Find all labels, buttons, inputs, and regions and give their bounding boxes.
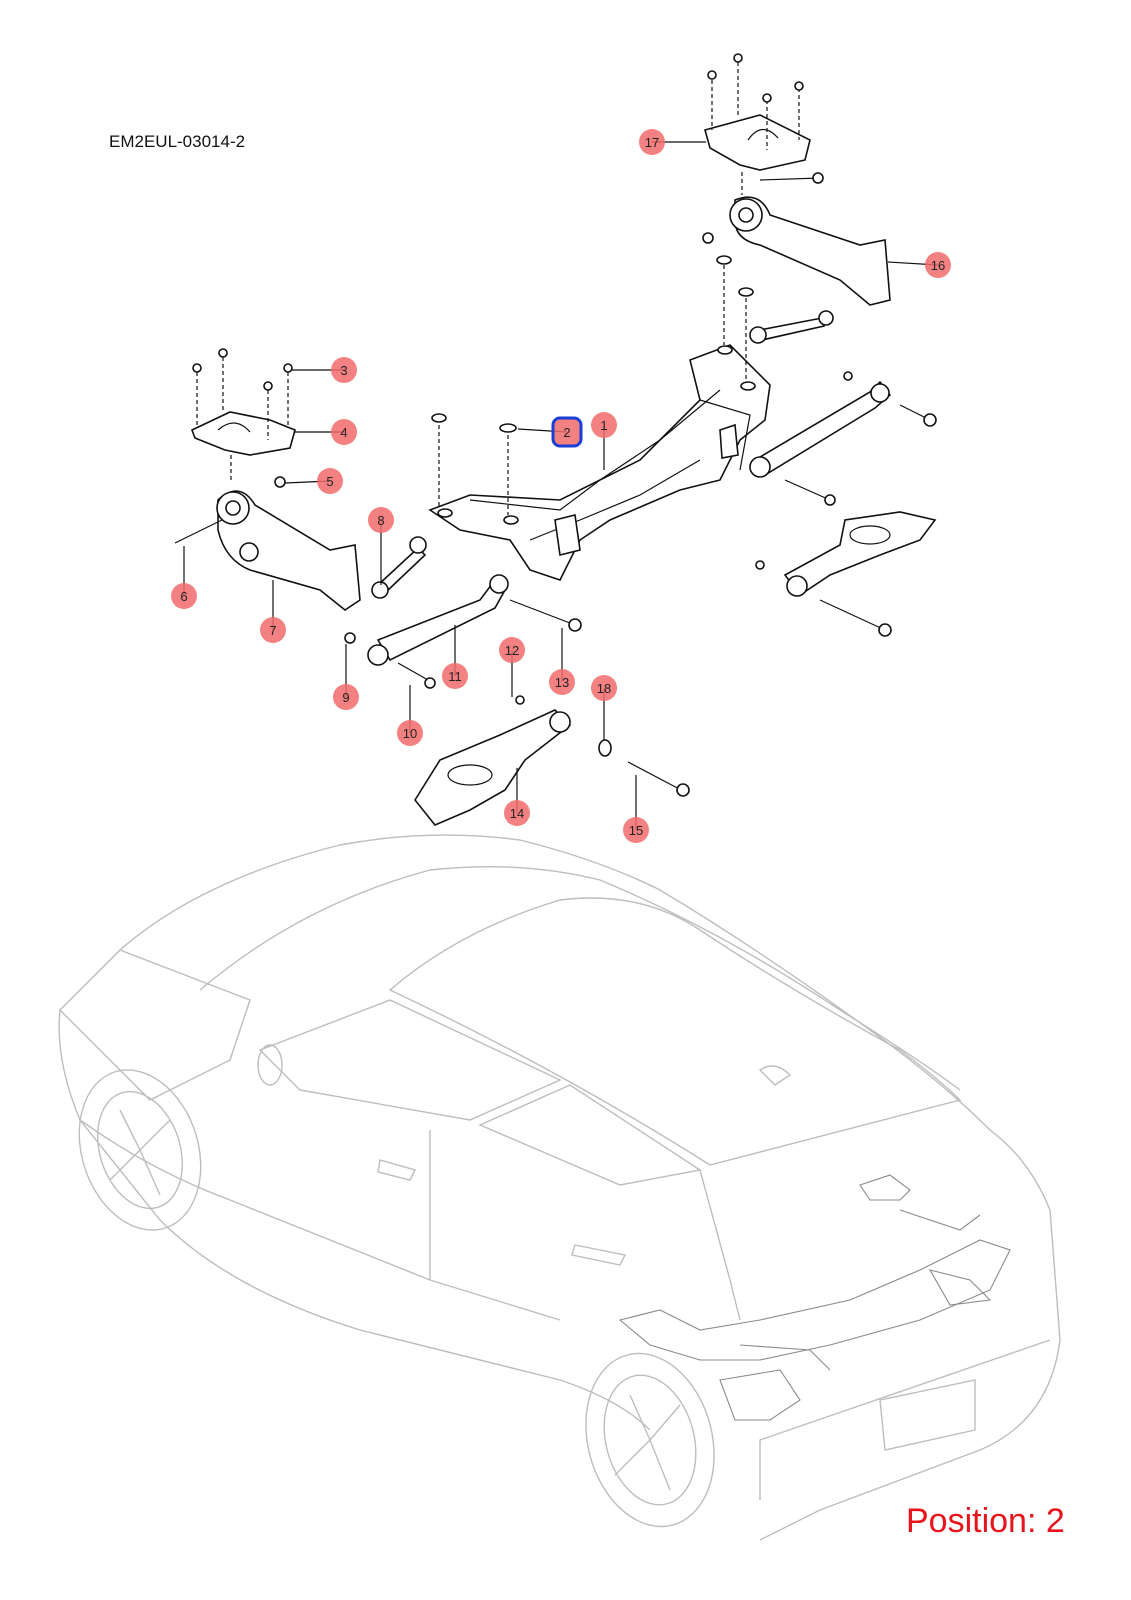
svg-text:11: 11 — [448, 669, 462, 684]
callout-3[interactable]: 3 — [331, 357, 357, 383]
callout-9[interactable]: 9 — [333, 684, 359, 710]
callout-7[interactable]: 7 — [260, 617, 286, 643]
vehicle-outline — [58, 834, 1061, 1541]
svg-text:3: 3 — [340, 363, 347, 378]
svg-text:7: 7 — [269, 623, 276, 638]
part-17-mount-bracket — [704, 53, 811, 195]
callout-15[interactable]: 15 — [623, 817, 649, 843]
part-right-toe-link — [749, 310, 834, 344]
svg-text:15: 15 — [629, 823, 643, 838]
part-right-lateral-arm — [749, 371, 937, 506]
part-11-lateral-arm — [344, 574, 582, 689]
svg-text:4: 4 — [340, 425, 347, 440]
installed-subframe-outline — [618, 1174, 1011, 1421]
svg-text:5: 5 — [326, 474, 333, 489]
callout-12[interactable]: 12 — [499, 637, 525, 663]
svg-text:6: 6 — [180, 589, 187, 604]
diagram-code: EM2EUL-03014-2 — [109, 132, 246, 151]
callout-2-selected[interactable]: 2 — [551, 416, 583, 448]
part-14-lower-control-arm — [414, 695, 690, 826]
callout-18[interactable]: 18 — [591, 675, 617, 701]
part-2-washer — [499, 423, 517, 433]
callout-14[interactable]: 14 — [504, 800, 530, 826]
part-16-upper-control-arm — [702, 172, 891, 306]
svg-text:9: 9 — [342, 690, 349, 705]
callout-markers: 1 2 3 4 5 6 7 8 9 10 11 12 13 14 15 16 1… — [171, 129, 951, 843]
svg-text:16: 16 — [931, 258, 945, 273]
callout-11[interactable]: 11 — [442, 663, 468, 689]
part-7-left-control-arm — [174, 476, 361, 611]
svg-text:18: 18 — [597, 681, 611, 696]
svg-text:14: 14 — [510, 806, 524, 821]
callout-16[interactable]: 16 — [925, 252, 951, 278]
callout-6[interactable]: 6 — [171, 583, 197, 609]
svg-text:12: 12 — [505, 643, 519, 658]
callout-4[interactable]: 4 — [331, 419, 357, 445]
part-4-left-mount-bracket — [190, 348, 296, 480]
svg-text:10: 10 — [403, 726, 417, 741]
svg-text:1: 1 — [600, 418, 607, 433]
callout-1[interactable]: 1 — [591, 412, 617, 438]
part-right-lower-arm — [755, 511, 937, 637]
part-washer-left — [431, 413, 447, 423]
svg-text:8: 8 — [377, 513, 384, 528]
callout-8[interactable]: 8 — [368, 507, 394, 533]
part-1-rear-subframe — [428, 265, 771, 581]
part-8-stabilizer-link — [371, 536, 427, 599]
callout-10[interactable]: 10 — [397, 720, 423, 746]
callout-5[interactable]: 5 — [317, 468, 343, 494]
position-indicator: Position: 2 — [906, 1502, 1065, 1540]
callout-17[interactable]: 17 — [639, 129, 665, 155]
svg-text:2: 2 — [563, 425, 570, 440]
svg-text:13: 13 — [555, 675, 569, 690]
callout-13[interactable]: 13 — [549, 669, 575, 695]
svg-text:17: 17 — [645, 135, 659, 150]
